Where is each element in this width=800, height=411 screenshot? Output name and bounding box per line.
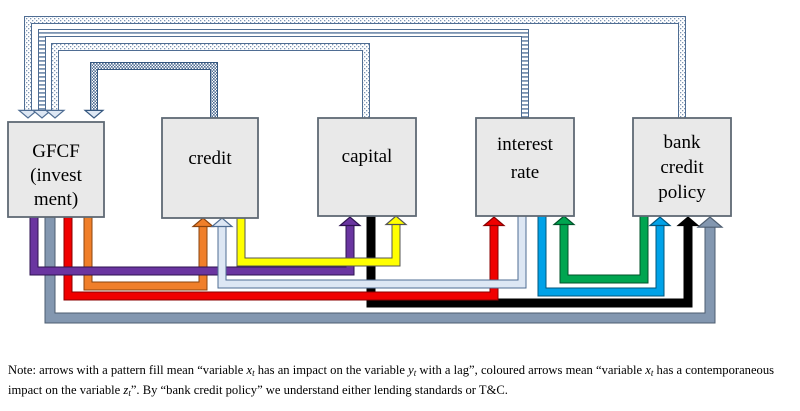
node-credit: credit	[161, 117, 259, 219]
node-label-line: GFCF	[32, 141, 80, 162]
arrow-bank-policy-to-interest-rate-green	[552, 215, 649, 284]
figure-note: Note: arrows with a pattern fill mean “v…	[8, 363, 775, 398]
node-rect	[632, 117, 732, 217]
node-rect	[475, 117, 575, 217]
node-label-line: bank	[664, 132, 701, 153]
arrow-interest-rate-to-credit	[210, 216, 527, 289]
node-rect	[7, 121, 105, 218]
node-label-line: capital	[342, 146, 393, 167]
node-label-line: ment)	[34, 189, 78, 210]
node-rect	[317, 117, 417, 217]
lag-arrow-credit-to-gfcf	[83, 62, 218, 119]
arrow-interest-rate-to-bank-policy-cyan	[537, 216, 672, 297]
arrow-credit-to-capital-yellow	[236, 215, 408, 267]
lag-arrow-interest-rate-to-gfcf	[31, 29, 529, 119]
node-interest-rate: interest rate	[475, 117, 575, 217]
lag-arrow-bank-policy-to-gfcf	[17, 16, 686, 119]
node-label-line: (invest	[30, 165, 82, 186]
node-bank-credit-policy: bank credit policy	[632, 117, 732, 217]
node-label-line: rate	[511, 162, 539, 183]
arrow-gfcf-to-capital-purple	[29, 216, 362, 276]
node-capital: capital	[317, 117, 417, 217]
node-layer: GFCF (invest ment) credit capital interest rat…	[7, 117, 732, 219]
node-label-line: credit	[188, 148, 232, 169]
node-label-line: policy	[658, 182, 706, 203]
node-rect	[161, 117, 259, 219]
lag-arrow-capital-to-gfcf	[44, 43, 370, 119]
arrow-layer	[17, 16, 724, 324]
arrow-gfcf-to-interest-rate	[63, 216, 506, 301]
node-label-line: interest	[497, 134, 554, 155]
causal-diagram: GFCF (invest ment) credit capital interest rat…	[7, 16, 732, 324]
node-gfcf: GFCF (invest ment)	[7, 121, 105, 218]
arrow-gfcf-to-credit-orange	[83, 217, 215, 291]
node-label-line: credit	[660, 157, 704, 178]
